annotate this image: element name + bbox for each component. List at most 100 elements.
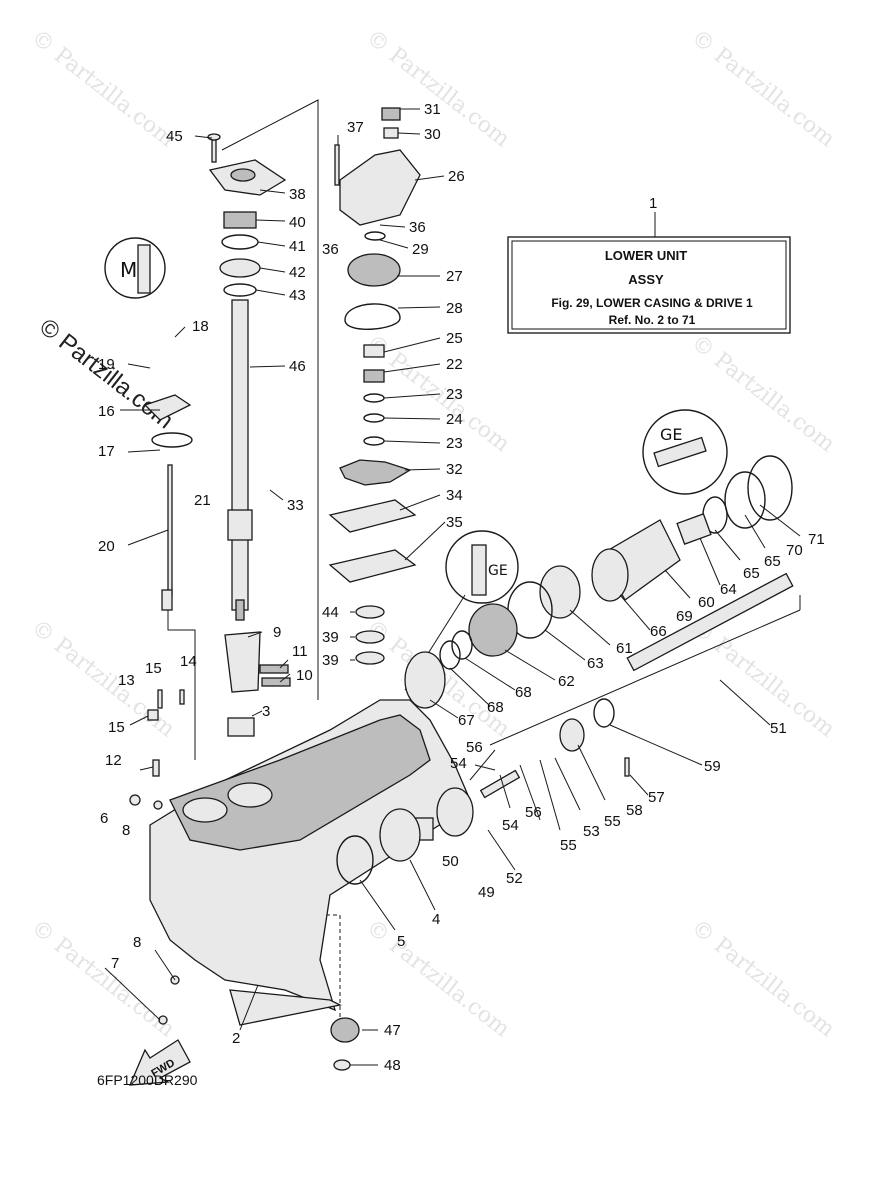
callout-67: 67	[458, 712, 475, 729]
lower-casing	[149, 699, 471, 1026]
callout-58: 58	[626, 802, 643, 819]
callout-62: 62	[558, 673, 575, 690]
callout-43: 43	[289, 287, 306, 304]
callout-2: 2	[232, 1030, 240, 1047]
callout-47: 47	[384, 1022, 401, 1039]
callout-60: 60	[698, 594, 715, 611]
info-box-line2: ASSY	[628, 272, 664, 287]
callout-36: 36	[409, 219, 426, 236]
info-box: 1 LOWER UNIT ASSY Fig. 29, LOWER CASING …	[507, 195, 791, 334]
callout-55: 55	[604, 813, 621, 830]
callout-70: 70	[786, 542, 803, 559]
callout-15: 15	[108, 719, 125, 736]
callout-7: 7	[111, 955, 119, 972]
watermark: © Partzilla.com	[26, 615, 179, 742]
watermark: © Partzilla.com	[26, 25, 179, 152]
callout-4: 4	[432, 911, 440, 928]
callout-18: 18	[192, 318, 209, 335]
grease-tube-icon: GE	[660, 425, 683, 444]
watermark: © Partzilla.com	[686, 615, 839, 742]
callout-16: 16	[98, 403, 115, 420]
callout-24: 24	[446, 411, 463, 428]
callout-40: 40	[289, 214, 306, 231]
callout-49: 49	[478, 884, 495, 901]
callout-61: 61	[616, 640, 633, 657]
callout-66: 66	[650, 623, 667, 640]
watermark: © Partzilla.com	[26, 915, 179, 1042]
bearing-housing-group	[207, 133, 287, 297]
callout-41: 41	[289, 238, 306, 255]
callout-21: 21	[194, 492, 211, 509]
callout-52: 52	[506, 870, 523, 887]
callout-3: 3	[262, 703, 270, 720]
callout-9: 9	[273, 624, 281, 641]
watermark: © Partzilla.com	[686, 25, 839, 152]
callout-68: 68	[487, 699, 504, 716]
callout-59: 59	[704, 758, 721, 775]
callout-31: 31	[424, 101, 441, 118]
callout-39: 39	[322, 629, 339, 646]
callout-23: 23	[446, 435, 463, 452]
callout-33: 33	[287, 497, 304, 514]
callout-26: 26	[448, 168, 465, 185]
callout-10: 10	[296, 667, 313, 684]
callout-8: 8	[133, 934, 141, 951]
callout-14: 14	[180, 653, 197, 670]
callout-68: 68	[515, 684, 532, 701]
callout-25: 25	[446, 330, 463, 347]
callout-29: 29	[412, 241, 429, 258]
callout-6: 6	[100, 810, 108, 827]
callout-38: 38	[289, 186, 306, 203]
callout-35: 35	[446, 514, 463, 531]
callout-63: 63	[587, 655, 604, 672]
callout-5: 5	[397, 933, 405, 950]
callout-51: 51	[770, 720, 787, 737]
info-box-line3: Fig. 29, LOWER CASING & DRIVE 1	[551, 296, 753, 310]
callout-27: 27	[446, 268, 463, 285]
callout-37: 37	[347, 119, 364, 136]
info-box-line1: LOWER UNIT	[605, 248, 687, 263]
grease-tube-icon-2: GE	[488, 563, 508, 579]
callout-12: 12	[105, 752, 122, 769]
callout-1: 1	[649, 195, 657, 212]
info-box-line4: Ref. No. 2 to 71	[609, 313, 696, 327]
leader-lines	[104, 108, 801, 1066]
callout-22: 22	[446, 356, 463, 373]
callout-13: 13	[118, 672, 135, 689]
callout-34: 34	[446, 487, 463, 504]
callout-11: 11	[292, 643, 308, 660]
callout-20: 20	[98, 538, 115, 555]
callout-56: 56	[525, 804, 542, 821]
callout-8: 8	[122, 822, 130, 839]
callout-56: 56	[466, 739, 483, 756]
callout-36: 36	[322, 241, 339, 258]
callout-50: 50	[442, 853, 459, 870]
callout-54: 54	[502, 817, 519, 834]
shift-rod-group: M	[104, 237, 193, 611]
callout-64: 64	[720, 581, 737, 598]
casing-fasteners-group	[129, 631, 291, 1025]
callouts: 45 38 40 41 42 43 46 33 9 11 10 3 37 31 …	[98, 101, 825, 1074]
propeller-shaft-group: GE GE	[330, 409, 794, 1071]
callout-55: 55	[560, 837, 577, 854]
callout-53: 53	[583, 823, 600, 840]
callout-44: 44	[322, 604, 339, 621]
drive-shaft	[227, 299, 253, 621]
sealant-tube-icon: M	[120, 258, 137, 282]
callout-57: 57	[648, 789, 665, 806]
callout-45: 45	[166, 128, 183, 145]
callout-32: 32	[446, 461, 463, 478]
callout-42: 42	[289, 264, 306, 281]
callout-39: 39	[322, 652, 339, 669]
callout-71: 71	[808, 531, 825, 548]
callout-54: 54	[450, 755, 467, 772]
callout-46: 46	[289, 358, 306, 375]
callout-69: 69	[676, 608, 693, 625]
callout-17: 17	[98, 443, 115, 460]
callout-30: 30	[424, 126, 441, 143]
callout-48: 48	[384, 1057, 401, 1074]
watermark: © Partzilla.com	[686, 915, 839, 1042]
callout-28: 28	[446, 300, 463, 317]
callout-19: 19	[98, 356, 115, 373]
